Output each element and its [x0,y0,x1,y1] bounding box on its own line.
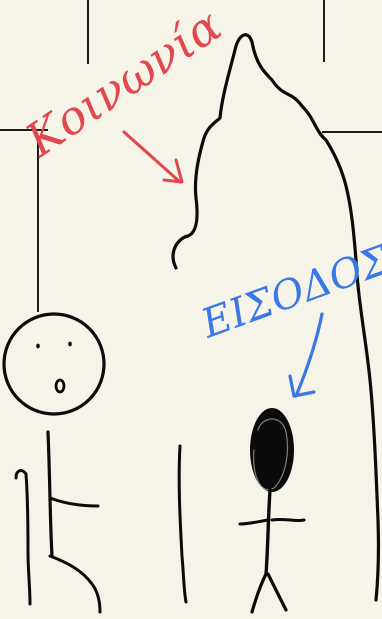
red-arrow-shaft [122,130,182,184]
blue-arrow-head [288,374,316,398]
standing-figure-mouth [54,378,66,394]
blue-arrow [288,312,324,398]
standing-figure-eye-right [68,341,72,347]
standing-figure-body [46,430,54,558]
small-figure-arm-right [270,517,306,523]
small-figure-leg-left [250,572,268,614]
small-figure-leg-right [266,572,288,612]
label-koinonia: Κοινωνία [15,0,231,168]
standing-figure-chair [14,469,32,606]
rock-left-edge [177,444,188,604]
small-figure [238,408,306,614]
standing-figure-arm [48,496,100,508]
small-figure-head [250,408,294,492]
standing-figure-eye-left [36,343,40,349]
grid-lines [0,0,382,312]
small-figure-arm-left [238,518,270,526]
standing-figure-seat [48,554,102,614]
rock-outline [171,33,380,602]
small-figure-head-scribble [253,418,289,491]
blue-arrow-shaft [294,312,324,398]
standing-figure [2,312,106,614]
label-eisodos: ΕΙΣΟΔΟΣ [195,237,382,348]
red-arrow [122,130,184,184]
standing-figure-head [2,312,106,416]
small-figure-body [264,488,272,576]
red-arrow-head [162,158,184,184]
